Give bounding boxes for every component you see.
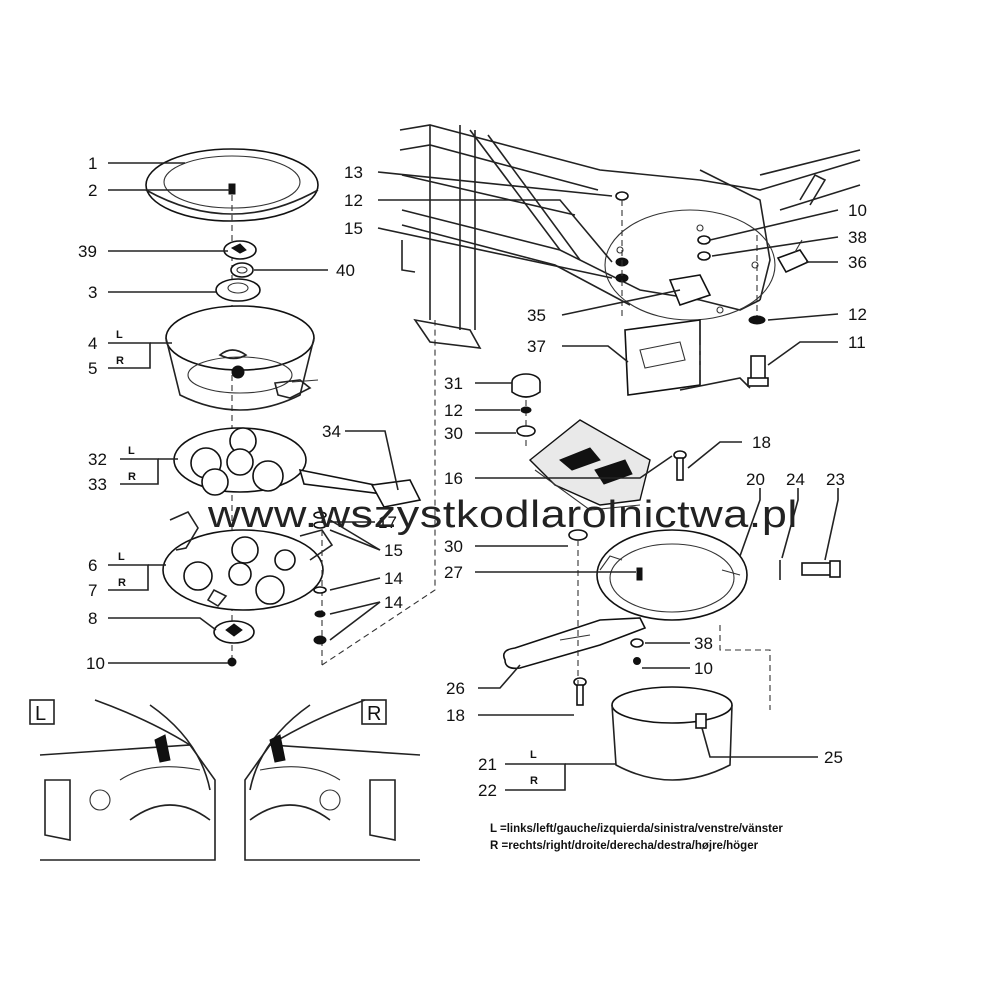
part-3-bushing bbox=[215, 278, 261, 302]
callout-30-top: 30 bbox=[444, 424, 463, 443]
callout-11: 11 bbox=[848, 333, 866, 352]
callout-18-bottom: 18 bbox=[446, 706, 465, 725]
callout-37: 37 bbox=[527, 337, 546, 356]
part-10-nut-lower bbox=[633, 657, 641, 665]
part-8-hub bbox=[213, 620, 255, 644]
callout-1: 1 bbox=[88, 154, 97, 173]
callout-14-a: 14 bbox=[384, 569, 403, 588]
callout-12-knob: 12 bbox=[444, 401, 463, 420]
callout-18-top: 18 bbox=[752, 433, 771, 452]
callout-22: 22 bbox=[478, 781, 497, 800]
callout-40: 40 bbox=[336, 261, 355, 280]
part-30-washer-top bbox=[516, 425, 536, 437]
mark-l-4: L bbox=[116, 329, 123, 341]
assembly-link-dashed bbox=[321, 320, 436, 666]
callout-12-top: 12 bbox=[344, 191, 363, 210]
callout-6: 6 bbox=[88, 556, 97, 575]
callout-36: 36 bbox=[848, 253, 867, 272]
callout-17: 17 bbox=[378, 513, 397, 532]
part-26-lever-arm bbox=[502, 617, 647, 670]
part-23-bolt bbox=[801, 560, 841, 578]
part-18-screw-top bbox=[673, 450, 687, 481]
legend-right: R =rechts/right/droite/derecha/destra/hø… bbox=[490, 840, 759, 852]
mark-l-21: L bbox=[530, 749, 537, 761]
callout-numbers: 1 2 39 40 3 4 L 5 R 32 L 33 R 34 6 L 7 R… bbox=[78, 154, 867, 800]
part-40-ring bbox=[230, 262, 254, 278]
detail-label-right: R bbox=[367, 703, 381, 725]
part-21-22-guard-cylinder bbox=[611, 686, 733, 781]
callout-27: 27 bbox=[444, 563, 463, 582]
callout-10-left: 10 bbox=[86, 654, 105, 673]
part-37-bracket bbox=[624, 319, 751, 396]
callout-10-lower: 10 bbox=[694, 659, 713, 678]
callout-10-top: 10 bbox=[848, 201, 867, 220]
part-39-washer bbox=[223, 240, 257, 260]
mark-l-32: L bbox=[128, 445, 135, 457]
callout-38-top: 38 bbox=[848, 228, 867, 247]
callout-33: 33 bbox=[88, 475, 107, 494]
part-4-5-hopper-bowl bbox=[165, 305, 319, 411]
callout-12-right: 12 bbox=[848, 305, 867, 324]
callout-20: 20 bbox=[746, 470, 765, 489]
callout-3: 3 bbox=[88, 283, 97, 302]
mark-r-7: R bbox=[118, 577, 126, 589]
leader-lines bbox=[108, 162, 839, 791]
detail-label-left: L bbox=[35, 703, 46, 725]
callout-38-lower: 38 bbox=[694, 634, 713, 653]
callout-25: 25 bbox=[824, 748, 843, 767]
part-31-knob bbox=[511, 373, 541, 398]
callout-39: 39 bbox=[78, 242, 97, 261]
part-32-33-dosing-plate bbox=[173, 427, 401, 498]
detail-view-left bbox=[29, 699, 216, 861]
mark-r-22: R bbox=[530, 775, 538, 787]
callout-24: 24 bbox=[786, 470, 805, 489]
mark-r-5: R bbox=[116, 355, 124, 367]
watermark-text: www.wszystkodlarolnictwa.pl bbox=[207, 494, 798, 536]
part-10-nut-left bbox=[227, 657, 237, 667]
callout-14-b: 14 bbox=[384, 593, 403, 612]
mark-l-6: L bbox=[118, 551, 125, 563]
part-35-mount-disc bbox=[604, 209, 776, 321]
frame-structure bbox=[399, 124, 861, 349]
part-18-screw-bottom bbox=[573, 677, 587, 706]
callout-8: 8 bbox=[88, 609, 97, 628]
callout-15-lower: 15 bbox=[384, 541, 403, 560]
callout-35: 35 bbox=[527, 306, 546, 325]
callout-32: 32 bbox=[88, 450, 107, 469]
callout-16: 16 bbox=[444, 469, 463, 488]
legend-left: L =links/left/gauche/izquierda/sinistra/… bbox=[490, 823, 783, 835]
callout-23: 23 bbox=[826, 470, 845, 489]
callout-26: 26 bbox=[446, 679, 465, 698]
part-34-lever bbox=[370, 479, 422, 508]
callout-2: 2 bbox=[88, 181, 97, 200]
part-12-11-bolt bbox=[747, 315, 769, 387]
callout-4: 4 bbox=[88, 334, 97, 353]
part-2-screw bbox=[228, 183, 236, 195]
callout-7: 7 bbox=[88, 581, 97, 600]
part-6-7-base-plate bbox=[162, 510, 334, 611]
callout-21: 21 bbox=[478, 755, 497, 774]
detail-view-right bbox=[244, 699, 421, 861]
part-12-nut-knob bbox=[520, 406, 532, 414]
callout-5: 5 bbox=[88, 359, 97, 378]
callout-31: 31 bbox=[444, 374, 463, 393]
mark-r-33: R bbox=[128, 471, 136, 483]
callout-15-top: 15 bbox=[344, 219, 363, 238]
guide-dash-2 bbox=[719, 625, 771, 710]
callout-13: 13 bbox=[344, 163, 363, 182]
callout-30-lower: 30 bbox=[444, 537, 463, 556]
callout-34: 34 bbox=[322, 422, 341, 441]
part-20-adjustment-ring bbox=[596, 529, 748, 621]
hardware-stack-14-15-17 bbox=[313, 510, 327, 665]
part-38-washer-lower bbox=[630, 638, 644, 648]
